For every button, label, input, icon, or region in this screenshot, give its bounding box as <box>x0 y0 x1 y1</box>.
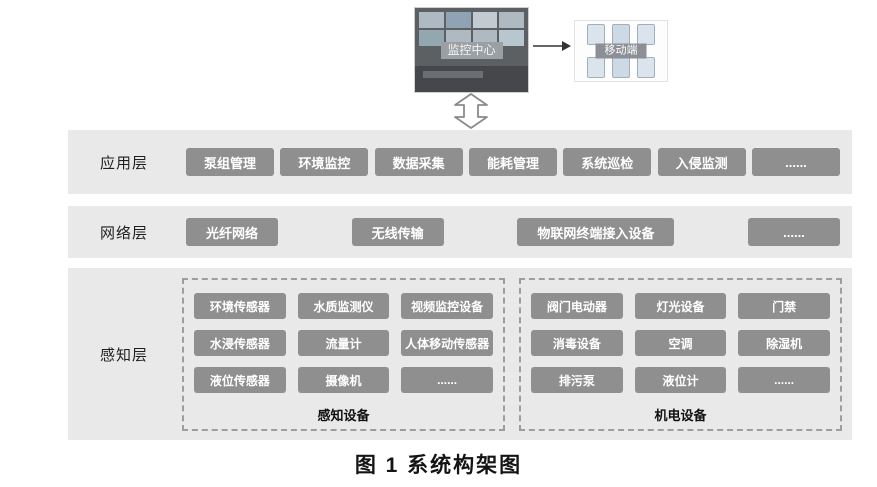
component-box: 流量计 <box>297 330 390 356</box>
layer-label-application: 应用层 <box>99 154 148 172</box>
figure-caption: 图 1 系统构架图 <box>354 454 523 477</box>
component-box: 空调 <box>634 330 727 356</box>
phone-thumbnail <box>612 24 630 45</box>
screen-cell <box>499 30 524 46</box>
component-box: 物联网终端接入设备 <box>517 218 675 246</box>
screen-cell <box>499 12 524 28</box>
component-box: 消毒设备 <box>531 330 623 356</box>
phone-thumbnail <box>587 57 605 78</box>
device-group: 环境传感器水质监测仪视频监控设备水浸传感器流量计人体移动传感器液位传感器摄像机.… <box>182 278 505 431</box>
phone-thumbnail <box>637 24 655 45</box>
monitoring-center-image: 监控中心 <box>415 8 528 92</box>
device-grid: 阀门电动器灯光设备门禁消毒设备空调除湿机排污泵液位计...... <box>531 293 830 393</box>
up-down-arrow-icon <box>454 93 488 129</box>
component-box: 水浸传感器 <box>194 330 286 356</box>
component-box: 门禁 <box>738 293 830 319</box>
wall-screens <box>419 12 524 46</box>
component-box: 无线传输 <box>351 218 444 246</box>
layer-row-application: 应用层 泵组管理环境监控数据采集能耗管理系统巡检入侵监测...... <box>68 130 852 194</box>
component-box: 数据采集 <box>374 148 463 176</box>
perception-layer-groups: 环境传感器水质监测仪视频监控设备水浸传感器流量计人体移动传感器液位传感器摄像机.… <box>180 268 852 440</box>
layer-row-perception: 感知层 环境传感器水质监测仪视频监控设备水浸传感器流量计人体移动传感器液位传感器… <box>68 268 852 440</box>
component-box: 视频监控设备 <box>401 293 493 319</box>
device-group: 阀门电动器灯光设备门禁消毒设备空调除湿机排污泵液位计...... 机电设备 <box>519 278 842 431</box>
phone-thumbnails-row <box>575 57 667 78</box>
layer-row-network: 网络层 光纤网络 无线传输 物联网终端接入设备...... <box>68 206 852 258</box>
component-box: 除湿机 <box>738 330 830 356</box>
component-box: 摄像机 <box>297 367 390 393</box>
phone-thumbnail <box>587 24 605 45</box>
component-box: 环境传感器 <box>194 293 286 319</box>
component-box: 灯光设备 <box>634 293 727 319</box>
component-box: 光纤网络 <box>186 218 279 246</box>
screen-cell <box>445 12 471 28</box>
component-box: 排污泵 <box>531 367 623 393</box>
component-box: ...... <box>401 367 493 393</box>
component-box: ...... <box>751 148 840 176</box>
mobile-label: 移动端 <box>595 43 647 59</box>
component-box: 入侵监测 <box>657 148 746 176</box>
component-box: 液位传感器 <box>194 367 286 393</box>
monitoring-center-label: 监控中心 <box>440 42 503 59</box>
group-label: 感知设备 <box>317 408 370 423</box>
component-box: 液位计 <box>634 367 727 393</box>
application-layer-items: 泵组管理环境监控数据采集能耗管理系统巡检入侵监测...... <box>180 130 852 194</box>
component-box: 系统巡检 <box>563 148 652 176</box>
console-desk <box>415 66 528 92</box>
component-box: ...... <box>738 367 830 393</box>
phone-thumbnail <box>612 57 630 78</box>
group-label: 机电设备 <box>654 408 707 423</box>
component-box: 能耗管理 <box>468 148 557 176</box>
phone-thumbnail <box>637 57 655 78</box>
component-box: 阀门电动器 <box>531 293 623 319</box>
component-box: 水质监测仪 <box>297 293 390 319</box>
mobile-devices-image: 移动端 <box>574 20 668 82</box>
component-box: 人体移动传感器 <box>401 330 493 356</box>
device-grid: 环境传感器水质监测仪视频监控设备水浸传感器流量计人体移动传感器液位传感器摄像机.… <box>194 293 493 393</box>
network-layer-items: 光纤网络 无线传输 物联网终端接入设备...... <box>180 206 852 258</box>
phone-thumbnails-row <box>575 24 667 45</box>
screen-cell <box>419 12 444 28</box>
component-box: ...... <box>747 218 840 246</box>
component-box: 泵组管理 <box>186 148 274 176</box>
screen-cell <box>419 30 444 46</box>
component-box: 环境监控 <box>280 148 369 176</box>
layer-label-perception: 感知层 <box>99 346 148 364</box>
layer-label-network: 网络层 <box>99 224 148 242</box>
right-arrow-icon <box>533 41 571 51</box>
screen-cell <box>472 12 498 28</box>
